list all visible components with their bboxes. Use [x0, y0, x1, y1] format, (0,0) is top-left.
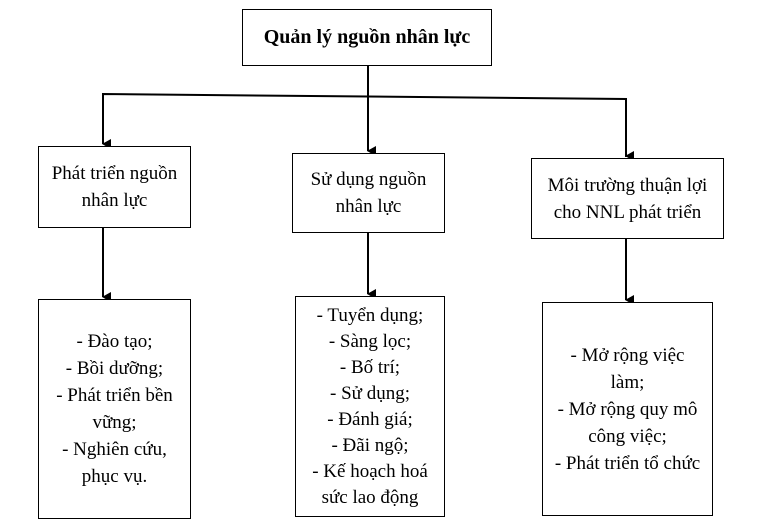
list-item: - Phát triển bền vững;	[56, 385, 173, 433]
list-item: - Bồi dưỡng;	[65, 358, 164, 379]
list-item: - Mở rộng việc làm;	[570, 344, 685, 393]
category-box-environment: Môi trường thuận lợi cho NNL phát triển	[531, 158, 724, 239]
root-title: Quản lý nguồn nhân lực	[263, 26, 471, 48]
list-item: - Mở rộng quy mô công việc;	[557, 398, 698, 447]
list-item: - Sử dụng;	[330, 382, 410, 404]
list-item: - Nghiên cứu, phục vụ.	[62, 439, 167, 487]
root-box: Quản lý nguồn nhân lực	[242, 9, 492, 66]
details-list-environment: - Mở rộng việc làm; - Mở rộng quy mô côn…	[555, 342, 700, 477]
category-box-development: Phát triển nguồn nhân lực	[38, 146, 191, 228]
category-title-environment: Môi trường thuận lợi cho NNL phát triển	[547, 174, 708, 223]
horizontal-branch-line	[102, 92, 627, 157]
list-item: - Đào tạo;	[76, 331, 153, 352]
details-list-development: - Đào tạo; - Bồi dưỡng; - Phát triển bền…	[56, 328, 173, 490]
category-box-usage: Sử dụng nguồn nhân lực	[292, 153, 445, 233]
list-item: - Tuyển dụng;	[316, 304, 424, 326]
list-item: - Phát triển tổ chức	[554, 452, 701, 474]
details-list-usage: - Tuyển dụng; - Sàng lọc; - Bố trí; - Sử…	[312, 303, 428, 511]
details-box-environment: - Mở rộng việc làm; - Mở rộng quy mô côn…	[542, 302, 713, 516]
details-box-development: - Đào tạo; - Bồi dưỡng; - Phát triển bền…	[38, 299, 191, 519]
list-item: - Sàng lọc;	[328, 330, 412, 352]
category-title-development: Phát triển nguồn nhân lực	[51, 163, 178, 211]
category-title-usage: Sử dụng nguồn nhân lực	[310, 169, 427, 217]
list-item: - Đánh giá;	[327, 408, 413, 430]
list-item: - Bố trí;	[339, 356, 401, 378]
details-box-usage: - Tuyển dụng; - Sàng lọc; - Bố trí; - Sử…	[295, 296, 445, 517]
list-item: - Đãi ngộ;	[331, 434, 409, 456]
list-item: - Kế hoạch hoá sức lao động	[312, 460, 428, 508]
